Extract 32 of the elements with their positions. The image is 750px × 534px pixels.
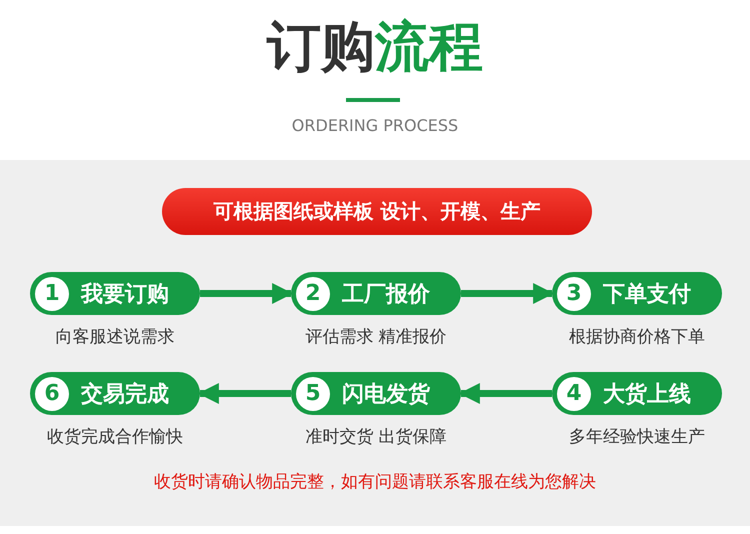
step-description: 收货完成合作愉快: [46, 426, 184, 448]
step-title: 工厂报价: [342, 280, 430, 308]
arrow: [200, 283, 294, 304]
step-number: 4: [557, 376, 591, 410]
step-pill: [552, 272, 722, 315]
step-title: 下单支付: [603, 280, 691, 308]
step-description: 多年经验快速生产: [568, 426, 706, 448]
step-description: 评估需求 精准报价: [304, 326, 448, 348]
step-description: 向客服述说需求: [54, 326, 176, 348]
arrow: [198, 383, 291, 404]
step-pill: [291, 372, 461, 415]
step-pill: [30, 372, 200, 415]
step-title: 我要订购: [81, 280, 169, 308]
step-number: 3: [557, 276, 591, 310]
note-text: 收货时请确认物品完整，如有问题请联系客服在线为您解决: [153, 471, 597, 493]
step-number: 1: [35, 276, 69, 310]
step-title: 闪电发货: [342, 380, 430, 408]
arrow: [461, 283, 554, 304]
step-number: 5: [296, 376, 330, 410]
step-description: 根据协商价格下单: [568, 326, 706, 348]
title: 订购流程: [266, 14, 484, 80]
step-number: 6: [35, 376, 69, 410]
step-pill: [291, 272, 461, 315]
subtitle: ORDERING PROCESS: [290, 116, 460, 135]
step-pill: [552, 372, 722, 415]
step-pill: [30, 272, 200, 315]
step-number: 2: [296, 276, 330, 310]
step-description: 准时交货 出货保障: [304, 426, 448, 448]
arrow: [458, 383, 552, 404]
step-title: 交易完成: [81, 380, 169, 408]
banner-pill: 可根据图纸或样板 设计、开模、生产: [162, 188, 592, 235]
step-title: 大货上线: [603, 380, 691, 408]
